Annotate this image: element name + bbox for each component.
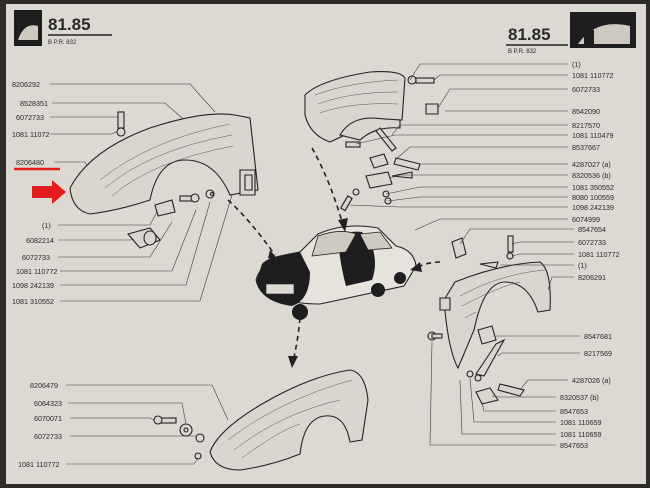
part-ref: 1081 110772: [16, 267, 57, 276]
part-ref: 6074999: [572, 215, 600, 224]
part-ref: 1081 110772: [578, 250, 619, 259]
page-number-left: 81.85: [48, 15, 91, 34]
part-ref: 8320537 (b): [560, 393, 599, 402]
part-ref: 8547681: [584, 332, 612, 341]
part-ref: 1098 242139: [12, 281, 54, 290]
part-ref: 6070071: [34, 414, 62, 423]
part-ref: 6072733: [22, 253, 50, 262]
part-ref: 4287027 (a): [572, 160, 611, 169]
page-number-right: 81.85: [508, 25, 551, 44]
part-ref: 1081 110659: [560, 430, 601, 439]
right-top-label-column: (1) 1081 110772 6072733 8542090 8217570 …: [572, 60, 614, 224]
highlight-arrow-icon: [32, 180, 66, 204]
assembly-arrows: [227, 147, 441, 368]
part-ref: 8206291: [578, 273, 606, 282]
car-illustration: [255, 225, 417, 320]
bottom-left-label-column: 8206479 6064323 6070071 6072733 1081 110…: [18, 381, 62, 469]
front-wing-bottom: [209, 369, 369, 471]
part-ref: 6072733: [578, 238, 606, 247]
page-sub-right: B P.R. 832: [508, 49, 537, 55]
part-ref: 8206292: [12, 80, 40, 89]
part-ref: 1081 11072: [12, 130, 49, 139]
part-ref: 6072733: [16, 113, 44, 122]
part-ref: 1081 110479: [572, 131, 613, 140]
right-top-hardware: [340, 75, 439, 212]
part-ref: 8547654: [578, 225, 606, 234]
right-mid-leader-lines: [459, 228, 580, 357]
part-ref: 8542090: [572, 107, 600, 116]
part-ref: 8528351: [20, 99, 48, 108]
front-left-wing: [69, 113, 259, 215]
part-ref: 4287026 (a): [572, 376, 611, 385]
part-ref: 8080 100559: [572, 193, 614, 202]
part-ref: 6072733: [572, 85, 600, 94]
page-sub-left: B P.R. 832: [48, 40, 77, 46]
part-ref: 8217570: [572, 121, 600, 130]
part-ref: 1081 110659: [560, 418, 601, 427]
part-ref: 8547653: [560, 407, 588, 416]
part-ref: 8206479: [30, 381, 58, 390]
front-right-wing: [439, 261, 551, 370]
part-ref: (1): [578, 261, 587, 270]
right-mid-hardware: [427, 235, 525, 405]
right-bottom-label-column: 4287026 (a) 8320537 (b) 8547653 1081 110…: [560, 376, 611, 450]
part-ref: 1081 110772: [572, 71, 613, 80]
part-ref: (1): [42, 221, 51, 230]
part-ref: 6082214: [26, 236, 54, 245]
part-ref: 1098 242139: [572, 203, 614, 212]
part-ref: 8547653: [560, 441, 588, 450]
part-ref: 6064323: [34, 399, 62, 408]
right-bottom-leader-lines: [429, 341, 568, 446]
right-mid-label-column: 8547654 6072733 1081 110772 (1) 8206291 …: [578, 225, 619, 358]
part-ref-highlighted: 8206480: [16, 158, 44, 167]
bottom-left-leader-lines: [66, 384, 229, 465]
left-hardware: [116, 111, 215, 249]
part-ref: 1081 350552: [572, 183, 614, 192]
part-ref: 8217569: [584, 349, 612, 358]
left-label-column: 8206292 8528351 6072733 1081 11072 82064…: [12, 80, 57, 306]
part-ref: 8537667: [572, 143, 600, 152]
part-ref: 6072733: [34, 432, 62, 441]
part-ref: 8320536 (b): [572, 171, 611, 180]
rear-right-wing: [304, 71, 406, 143]
right-top-leader-lines: [349, 63, 568, 231]
part-ref: 1081 310552: [12, 297, 54, 306]
part-ref: (1): [572, 60, 581, 69]
part-ref: 1081 110772: [18, 460, 59, 469]
